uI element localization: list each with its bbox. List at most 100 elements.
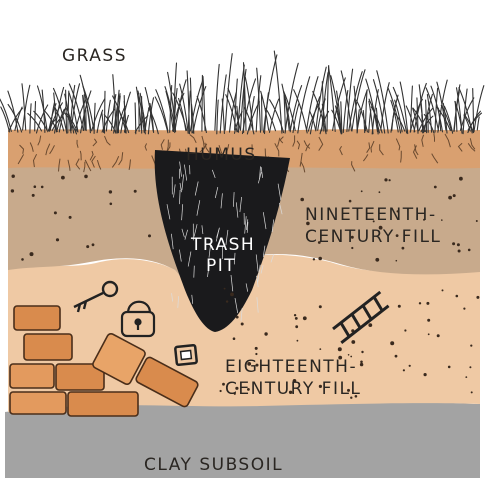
soil-speckle: [441, 219, 443, 221]
soil-speckle: [233, 337, 236, 340]
soil-speckle: [294, 314, 296, 316]
soil-speckle: [319, 305, 322, 308]
soil-speckle: [384, 178, 387, 181]
soil-speckle: [448, 196, 452, 200]
soil-speckle: [349, 200, 352, 203]
soil-speckle: [69, 216, 72, 219]
soil-speckle: [368, 323, 372, 327]
soil-speckle: [297, 340, 299, 342]
soil-speckle: [471, 391, 473, 393]
soil-speckle: [463, 308, 465, 310]
soil-speckle: [110, 203, 113, 206]
soil-speckle: [32, 194, 35, 197]
soil-speckle: [476, 296, 479, 299]
soil-speckle: [303, 316, 307, 320]
grass-blade: [105, 91, 106, 133]
soil-speckle: [402, 247, 405, 250]
grass-blade: [23, 85, 30, 130]
soil-speckle: [351, 247, 353, 249]
soil-speckle: [92, 243, 95, 246]
soil-speckle: [148, 234, 151, 237]
soil-speckle: [109, 190, 112, 193]
soil-speckle: [84, 175, 88, 179]
grass-blade: [294, 90, 308, 133]
grass-blade: [0, 99, 11, 131]
grass-blade: [377, 71, 388, 133]
soil-speckle: [61, 176, 65, 180]
soil-speckle: [470, 345, 472, 347]
grass-blade: [473, 89, 474, 132]
soil-speckle: [224, 288, 226, 290]
soil-speckle: [448, 366, 451, 369]
soil-speckle: [255, 347, 258, 350]
grass-blade: [257, 68, 261, 132]
soil-speckle: [295, 317, 298, 320]
soil-speckle: [86, 245, 89, 248]
soil-speckle: [398, 305, 401, 308]
soil-speckle: [424, 373, 427, 376]
grass-blade: [190, 80, 203, 131]
label-eighteenth-line1: EIGHTEENTH-: [225, 357, 357, 377]
soil-speckle: [264, 332, 267, 335]
soil-speckle: [220, 390, 222, 392]
grass-blade: [262, 95, 263, 130]
soil-speckle: [390, 341, 394, 345]
soil-speckle: [351, 340, 355, 344]
grass-blade: [274, 51, 282, 133]
label-grass: GRASS: [62, 46, 127, 66]
soil-speckle: [476, 220, 478, 222]
grass-blade: [222, 99, 224, 134]
grass-blade: [217, 100, 218, 134]
soil-speckle: [395, 355, 398, 358]
soil-speckle: [404, 329, 406, 331]
soil-speckle: [21, 258, 24, 261]
soil-speckle: [389, 179, 391, 181]
grass-blade: [94, 103, 95, 133]
soil-speckle: [409, 365, 411, 367]
soil-speckle: [230, 293, 234, 297]
grass-blade: [460, 98, 473, 130]
soil-speckle: [338, 347, 342, 351]
soil-speckle: [453, 194, 456, 197]
soil-speckle: [241, 323, 244, 326]
grass-blade: [329, 67, 336, 132]
soil-speckle: [361, 190, 363, 192]
grass-blade: [474, 86, 484, 132]
soil-speckle: [419, 302, 421, 304]
label-nineteenth-line1: NINETEENTH-: [305, 205, 437, 225]
grass-blade: [30, 104, 31, 133]
soil-speckle: [300, 198, 304, 202]
grass-blade: [66, 90, 67, 130]
soil-speckle: [41, 186, 44, 189]
soil-speckle: [434, 186, 437, 189]
soil-speckle: [468, 249, 471, 252]
label-clay-subsoil: CLAY SUBSOIL: [144, 455, 283, 475]
soil-speckle: [457, 243, 460, 246]
label-trash-pit-line1: TRASH: [190, 235, 255, 255]
grass-blade: [381, 83, 389, 130]
soil-speckle: [396, 260, 398, 262]
soil-speckle: [313, 258, 315, 260]
grass-blade: [331, 76, 341, 133]
soil-speckle: [255, 353, 257, 355]
soil-speckle: [361, 351, 363, 353]
grass-blade: [245, 77, 253, 131]
soil-speckle: [236, 316, 239, 319]
soil-speckle: [452, 242, 455, 245]
soil-speckle: [11, 189, 14, 192]
soil-speckle: [134, 190, 137, 193]
soil-speckle: [318, 257, 322, 261]
pit-hatch-line: [194, 266, 195, 278]
soil-speckle: [427, 319, 430, 322]
soil-speckle: [459, 177, 463, 181]
soil-speckle: [56, 238, 59, 241]
soil-speckle: [426, 302, 429, 305]
soil-speckle: [360, 361, 363, 364]
label-nineteenth-line2: CENTURY FILL: [305, 227, 441, 247]
soil-speckle: [379, 191, 381, 193]
soil-speckle: [458, 250, 461, 253]
label-eighteenth-line2: CENTURY FILL: [225, 379, 361, 399]
grass-blade: [477, 117, 479, 130]
grass-blade: [369, 110, 371, 133]
